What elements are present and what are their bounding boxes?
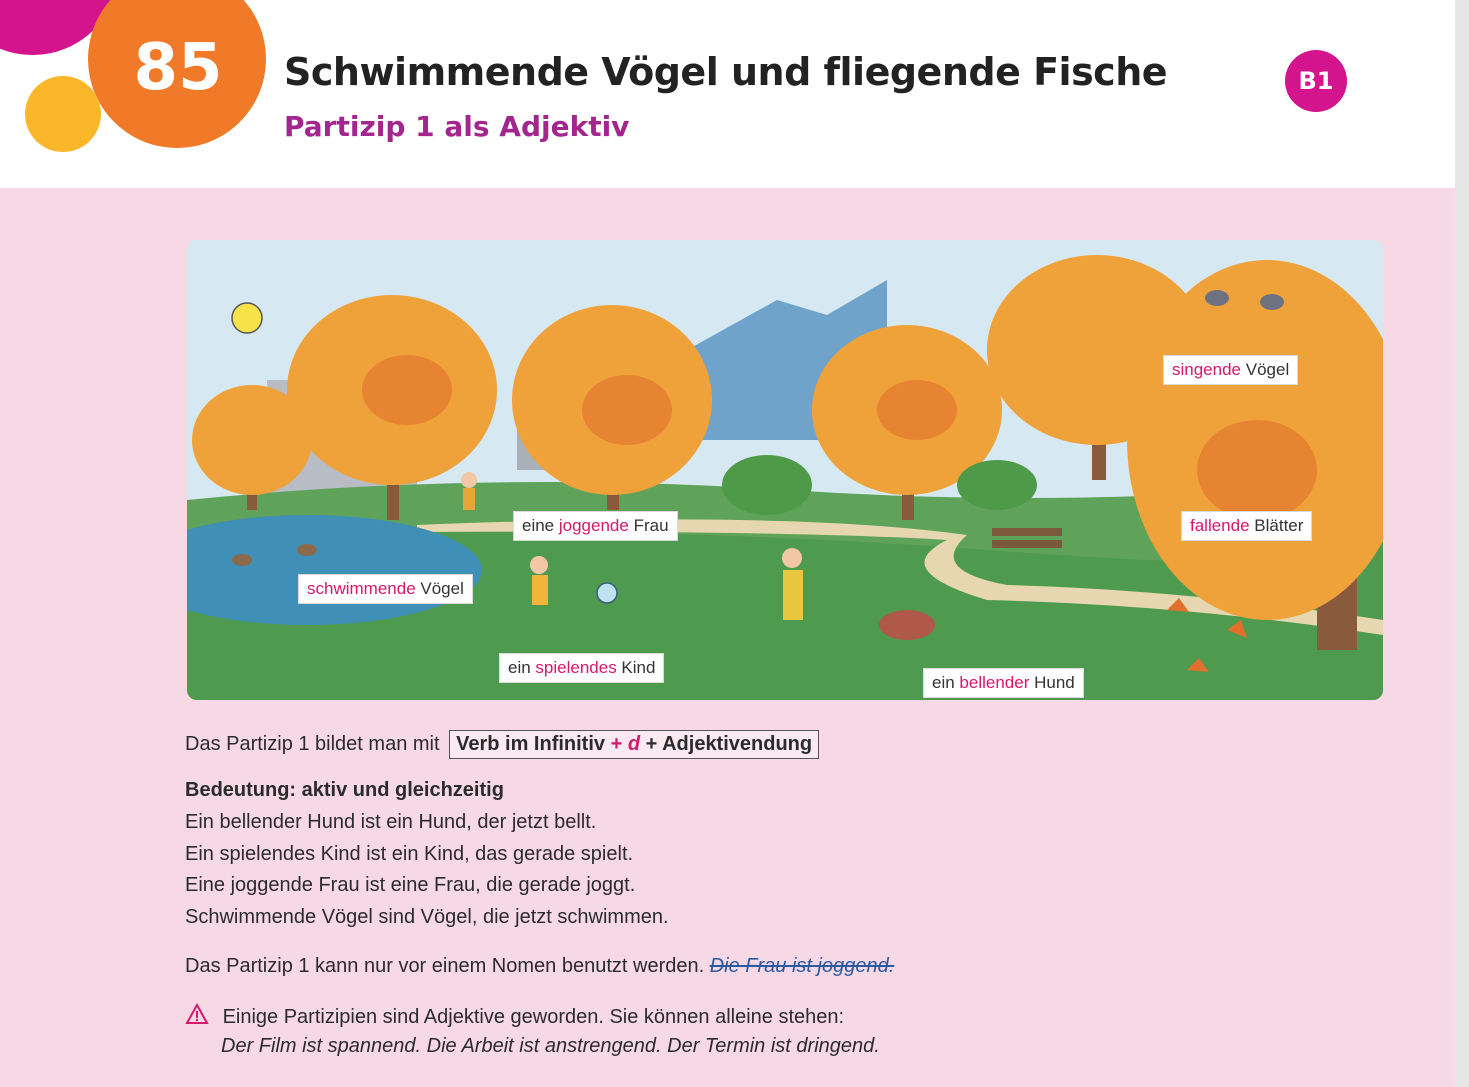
page-subtitle: Partizip 1 als Adjektiv: [284, 110, 630, 143]
label-schwimmende-voegel: schwimmende Vögel: [298, 574, 473, 604]
meaning-example: Ein spielendes Kind ist ein Kind, das ge…: [185, 843, 634, 865]
page-title: Schwimmende Vögel und fliegende Fische: [284, 50, 1168, 94]
label-joggende-frau: eine joggende Frau: [513, 511, 678, 541]
label-spielendes-kind: ein spielendes Kind: [499, 653, 665, 683]
yellow-circle-decoration: [25, 76, 101, 152]
meaning-example: Schwimmende Vögel sind Vögel, die jetzt …: [185, 906, 669, 928]
warning-examples: Der Film ist spannend. Die Arbeit ist an…: [221, 1035, 880, 1057]
label-bellender-hund: ein bellender Hund: [923, 668, 1084, 698]
park-scene-drawing: [187, 240, 1383, 700]
label-fallende-blaetter: fallende Blätter: [1181, 511, 1313, 541]
wrong-example: Die Frau ist joggend.: [709, 955, 895, 977]
level-badge: B1: [1285, 50, 1347, 112]
orange-circle-decoration: [88, 0, 266, 148]
meaning-example: Ein bellender Hund ist ein Hund, der jet…: [185, 811, 597, 833]
rule-intro: Das Partizip 1 bildet man mit: [185, 733, 440, 755]
rule-line: Das Partizip 1 bildet man mit Verb im In…: [185, 730, 820, 759]
meaning-example: Eine joggende Frau ist eine Frau, die ge…: [185, 874, 636, 896]
warning-text: Einige Partizipien sind Adjektive geword…: [222, 1006, 845, 1028]
page-edge: [1455, 0, 1469, 1087]
page-header: 85 Schwimmende Vögel und fliegende Fisch…: [0, 0, 1469, 188]
warning-line: Einige Partizipien sind Adjektive geword…: [185, 1002, 845, 1031]
restriction-line: Das Partizip 1 kann nur vor einem Nomen …: [185, 955, 894, 978]
restriction-text: Das Partizip 1 kann nur vor einem Nomen …: [185, 955, 705, 977]
park-illustration: singende Vögel eine joggende Frau fallen…: [187, 240, 1383, 700]
unit-number: 85: [133, 31, 223, 105]
meaning-heading: Bedeutung: aktiv und gleichzeitig: [185, 779, 504, 801]
label-singende-voegel: singende Vögel: [1163, 355, 1299, 385]
warning-triangle-icon: [185, 1002, 209, 1031]
formula-box: Verb im Infinitiv + d + Adjektivendung: [449, 730, 820, 759]
